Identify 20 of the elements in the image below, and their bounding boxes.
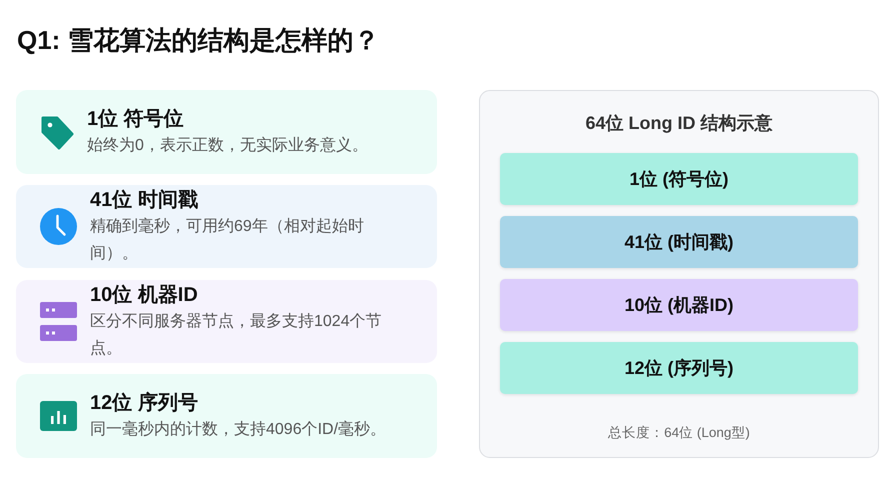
bit-field-bar: 41位 (时间戳): [500, 216, 858, 268]
panel-title: 64位 Long ID 结构示意: [585, 112, 772, 135]
card-heading: 41位 时间戳: [90, 188, 198, 212]
info-card: [16, 374, 437, 458]
title: Q1: 雪花算法的结构是怎样的？: [17, 24, 380, 57]
bit-field-bar: 10位 (机器ID): [500, 279, 858, 331]
card-text: 区分不同服务器节点，最多支持1024个节点。: [90, 312, 383, 358]
card-heading: 12位 序列号: [90, 390, 198, 416]
bit-field-bar: 12位 (序列号): [500, 342, 858, 394]
info-card: [16, 280, 437, 363]
card-heading: 10位 机器ID: [90, 282, 198, 308]
info-card: [16, 90, 437, 174]
card-heading: 1位 符号位: [87, 106, 184, 132]
card-text: 同一毫秒内的计数，支持4096个ID/毫秒。: [90, 420, 386, 440]
card-text: 精确到毫秒，可用约69年（相对起始时间）。: [90, 216, 365, 264]
bit-field-bar: 1位 (符号位): [500, 153, 858, 205]
panel-note: 总长度：64位 (Long型): [608, 424, 750, 442]
info-card: [16, 185, 437, 268]
card-text: 始终为0，表示正数，无实际业务意义。: [87, 136, 368, 156]
structure-panel: [479, 90, 879, 458]
